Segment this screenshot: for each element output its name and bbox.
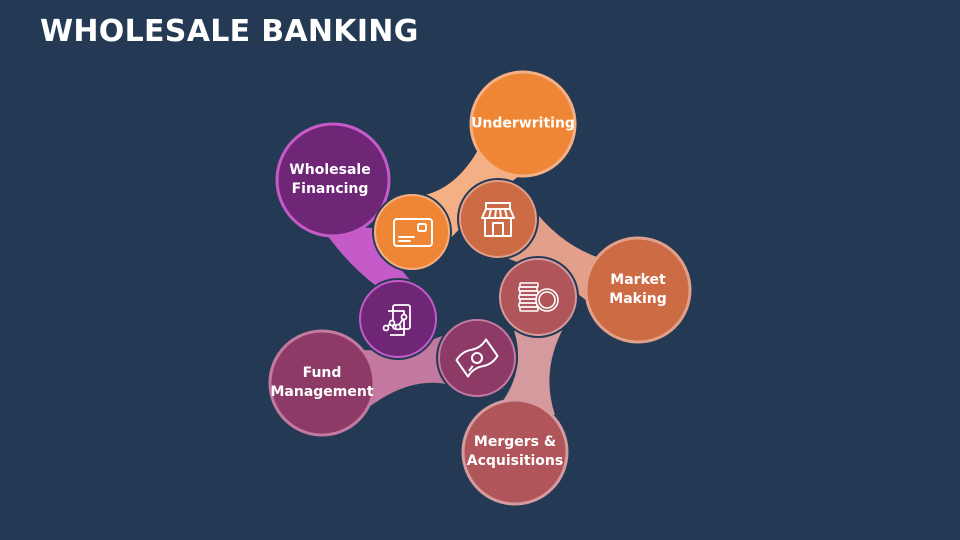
label-line: Making [609,291,667,307]
icon-circle-card [374,194,450,270]
icon-circle-chart [359,280,437,358]
node-fund-management [268,329,376,437]
label-line: Mergers & [473,434,557,450]
store-icon [481,202,515,237]
chart-document-icon [382,304,411,336]
icon-circle-money [438,319,516,397]
node-label-mergers-acquisitions: Mergers & Acquisitions [467,433,563,471]
label-line: Fund [302,365,342,381]
node-label-underwriting: Underwriting [471,115,575,134]
page-title: WHOLESALE BANKING [40,14,419,49]
node-market-making [584,236,692,344]
node-label-market-making: Market Making [609,271,666,309]
label-line: Wholesale [289,162,371,178]
label-line: Financing [291,181,369,197]
coins-icon [518,282,559,312]
card-icon [393,218,433,247]
node-underwriting [469,70,577,178]
node-wholesale-financing [275,122,391,238]
label-line: Market [610,272,666,288]
money-bill-icon [455,338,499,378]
node-label-fund-management: Fund Management [270,364,373,402]
label-line: Acquisitions [466,453,564,469]
node-label-wholesale-financing: Wholesale Financing [289,161,370,199]
label-line: Management [270,384,374,400]
node-mergers-acquisitions [461,398,569,506]
label-line: Underwriting [471,115,575,132]
